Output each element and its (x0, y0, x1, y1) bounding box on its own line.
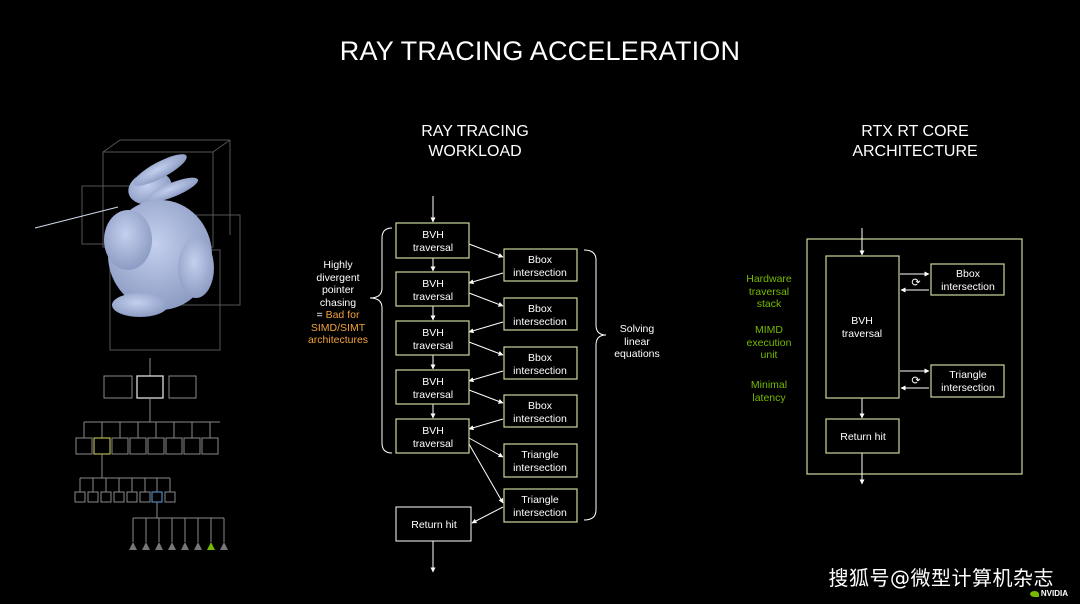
workload-flow: BVH traversal BVH traversal BVH traversa… (369, 196, 607, 573)
workload-heading-line1: RAY TRACING (421, 123, 529, 140)
nvidia-logo: NVIDIA (1029, 589, 1068, 598)
feature-minimal-latency: Minimal latency (733, 379, 805, 404)
triangle-intersection-label: Triangle (521, 449, 559, 461)
workload-heading: RAY TRACING WORKLOAD (395, 122, 555, 162)
watermark: 搜狐号@微型计算机杂志 (828, 566, 1054, 590)
feature-line: execution (746, 336, 792, 349)
svg-text:⟳: ⟳ (911, 375, 920, 387)
bbox-intersection-label: intersection (513, 316, 567, 328)
bvh-traversal-label: BVH (422, 376, 444, 388)
bvh-traversal-label: traversal (413, 291, 453, 303)
bbox-intersection-label: Bbox (528, 303, 553, 315)
bvh-traversal-label: BVH (422, 278, 444, 290)
rt-bbox-intersection-label: Bbox (956, 268, 981, 280)
rt-core-flow: ⟳ ⟳ BVH traversal Return hit Bbox inters… (806, 228, 1023, 485)
divergent-note: Highly divergent pointer chasing = Bad f… (298, 259, 378, 347)
bvh-traversal-label: BVH (422, 327, 444, 339)
bbox-intersection-label: Bbox (528, 400, 553, 412)
feature-hardware-stack: Hardware traversal stack (733, 273, 805, 311)
bvh-traversal-label: BVH (422, 229, 444, 241)
triangle-intersection-label: intersection (513, 507, 567, 519)
workload-heading-line2: WORKLOAD (428, 143, 522, 160)
feature-line: Minimal (750, 379, 788, 391)
feature-line: unit (760, 349, 778, 361)
svg-text:⟳: ⟳ (911, 277, 920, 289)
note-line: pointer (321, 284, 355, 296)
page-title: RAY TRACING ACCELERATION (339, 36, 741, 66)
nvidia-eye-icon (1029, 590, 1039, 597)
note-line: equations (614, 348, 660, 360)
bvh-traversal-label: BVH (422, 425, 444, 437)
bbox-intersection-label: intersection (513, 365, 567, 377)
rt-core-heading: RTX RT CORE ARCHITECTURE (835, 122, 995, 162)
note-highlight: SIMD/SIMT (310, 321, 366, 334)
feature-line: traversal (748, 285, 790, 298)
bvh-traversal-label: traversal (413, 389, 453, 401)
bbox-intersection-label: Bbox (528, 254, 553, 266)
bvh-traversal-label: traversal (413, 438, 453, 450)
linear-equations-note: Solving linear equations (606, 323, 668, 361)
triangle-intersection-label: intersection (513, 462, 567, 474)
rt-triangle-intersection-label: intersection (941, 382, 995, 394)
note-line: = Bad for (298, 309, 378, 322)
bunny-illustration (34, 139, 241, 351)
rt-core-heading-line2: ARCHITECTURE (852, 143, 978, 160)
note-line: divergent (316, 271, 360, 284)
bbox-intersection-label: intersection (513, 267, 567, 279)
bvh-traversal-label: traversal (413, 242, 453, 254)
feature-line: stack (756, 298, 782, 310)
feature-line: latency (752, 391, 786, 404)
note-line: Solving (619, 323, 655, 335)
bvh-traversal-label: traversal (413, 340, 453, 352)
feature-line: MIMD (755, 324, 783, 336)
feature-mimd-unit: MIMD execution unit (733, 324, 805, 362)
triangle-intersection-label: Triangle (521, 494, 559, 506)
rt-triangle-intersection-label: Triangle (949, 369, 987, 381)
feature-line: Hardware (746, 273, 792, 285)
refresh-icon: ⟳ ⟳ (911, 277, 920, 387)
bbox-intersection-label: intersection (513, 413, 567, 425)
note-line: chasing (319, 296, 357, 309)
note-highlight: Bad for (325, 309, 360, 321)
brand-text: NVIDIA (1040, 589, 1068, 598)
note-prefix: = (316, 309, 326, 321)
rt-bbox-intersection-label: intersection (941, 281, 995, 293)
note-line: linear (624, 335, 650, 348)
note-line: Highly (323, 259, 353, 271)
rt-bvh-traversal-label: traversal (842, 328, 882, 340)
return-hit-label: Return hit (411, 519, 457, 531)
rt-return-hit-label: Return hit (840, 431, 886, 443)
rt-core-heading-line1: RTX RT CORE (861, 123, 969, 140)
note-highlight: architectures (307, 334, 369, 346)
bbox-intersection-label: Bbox (528, 352, 553, 364)
rt-bvh-traversal-label: BVH (851, 315, 873, 327)
bvh-tree (74, 358, 228, 550)
